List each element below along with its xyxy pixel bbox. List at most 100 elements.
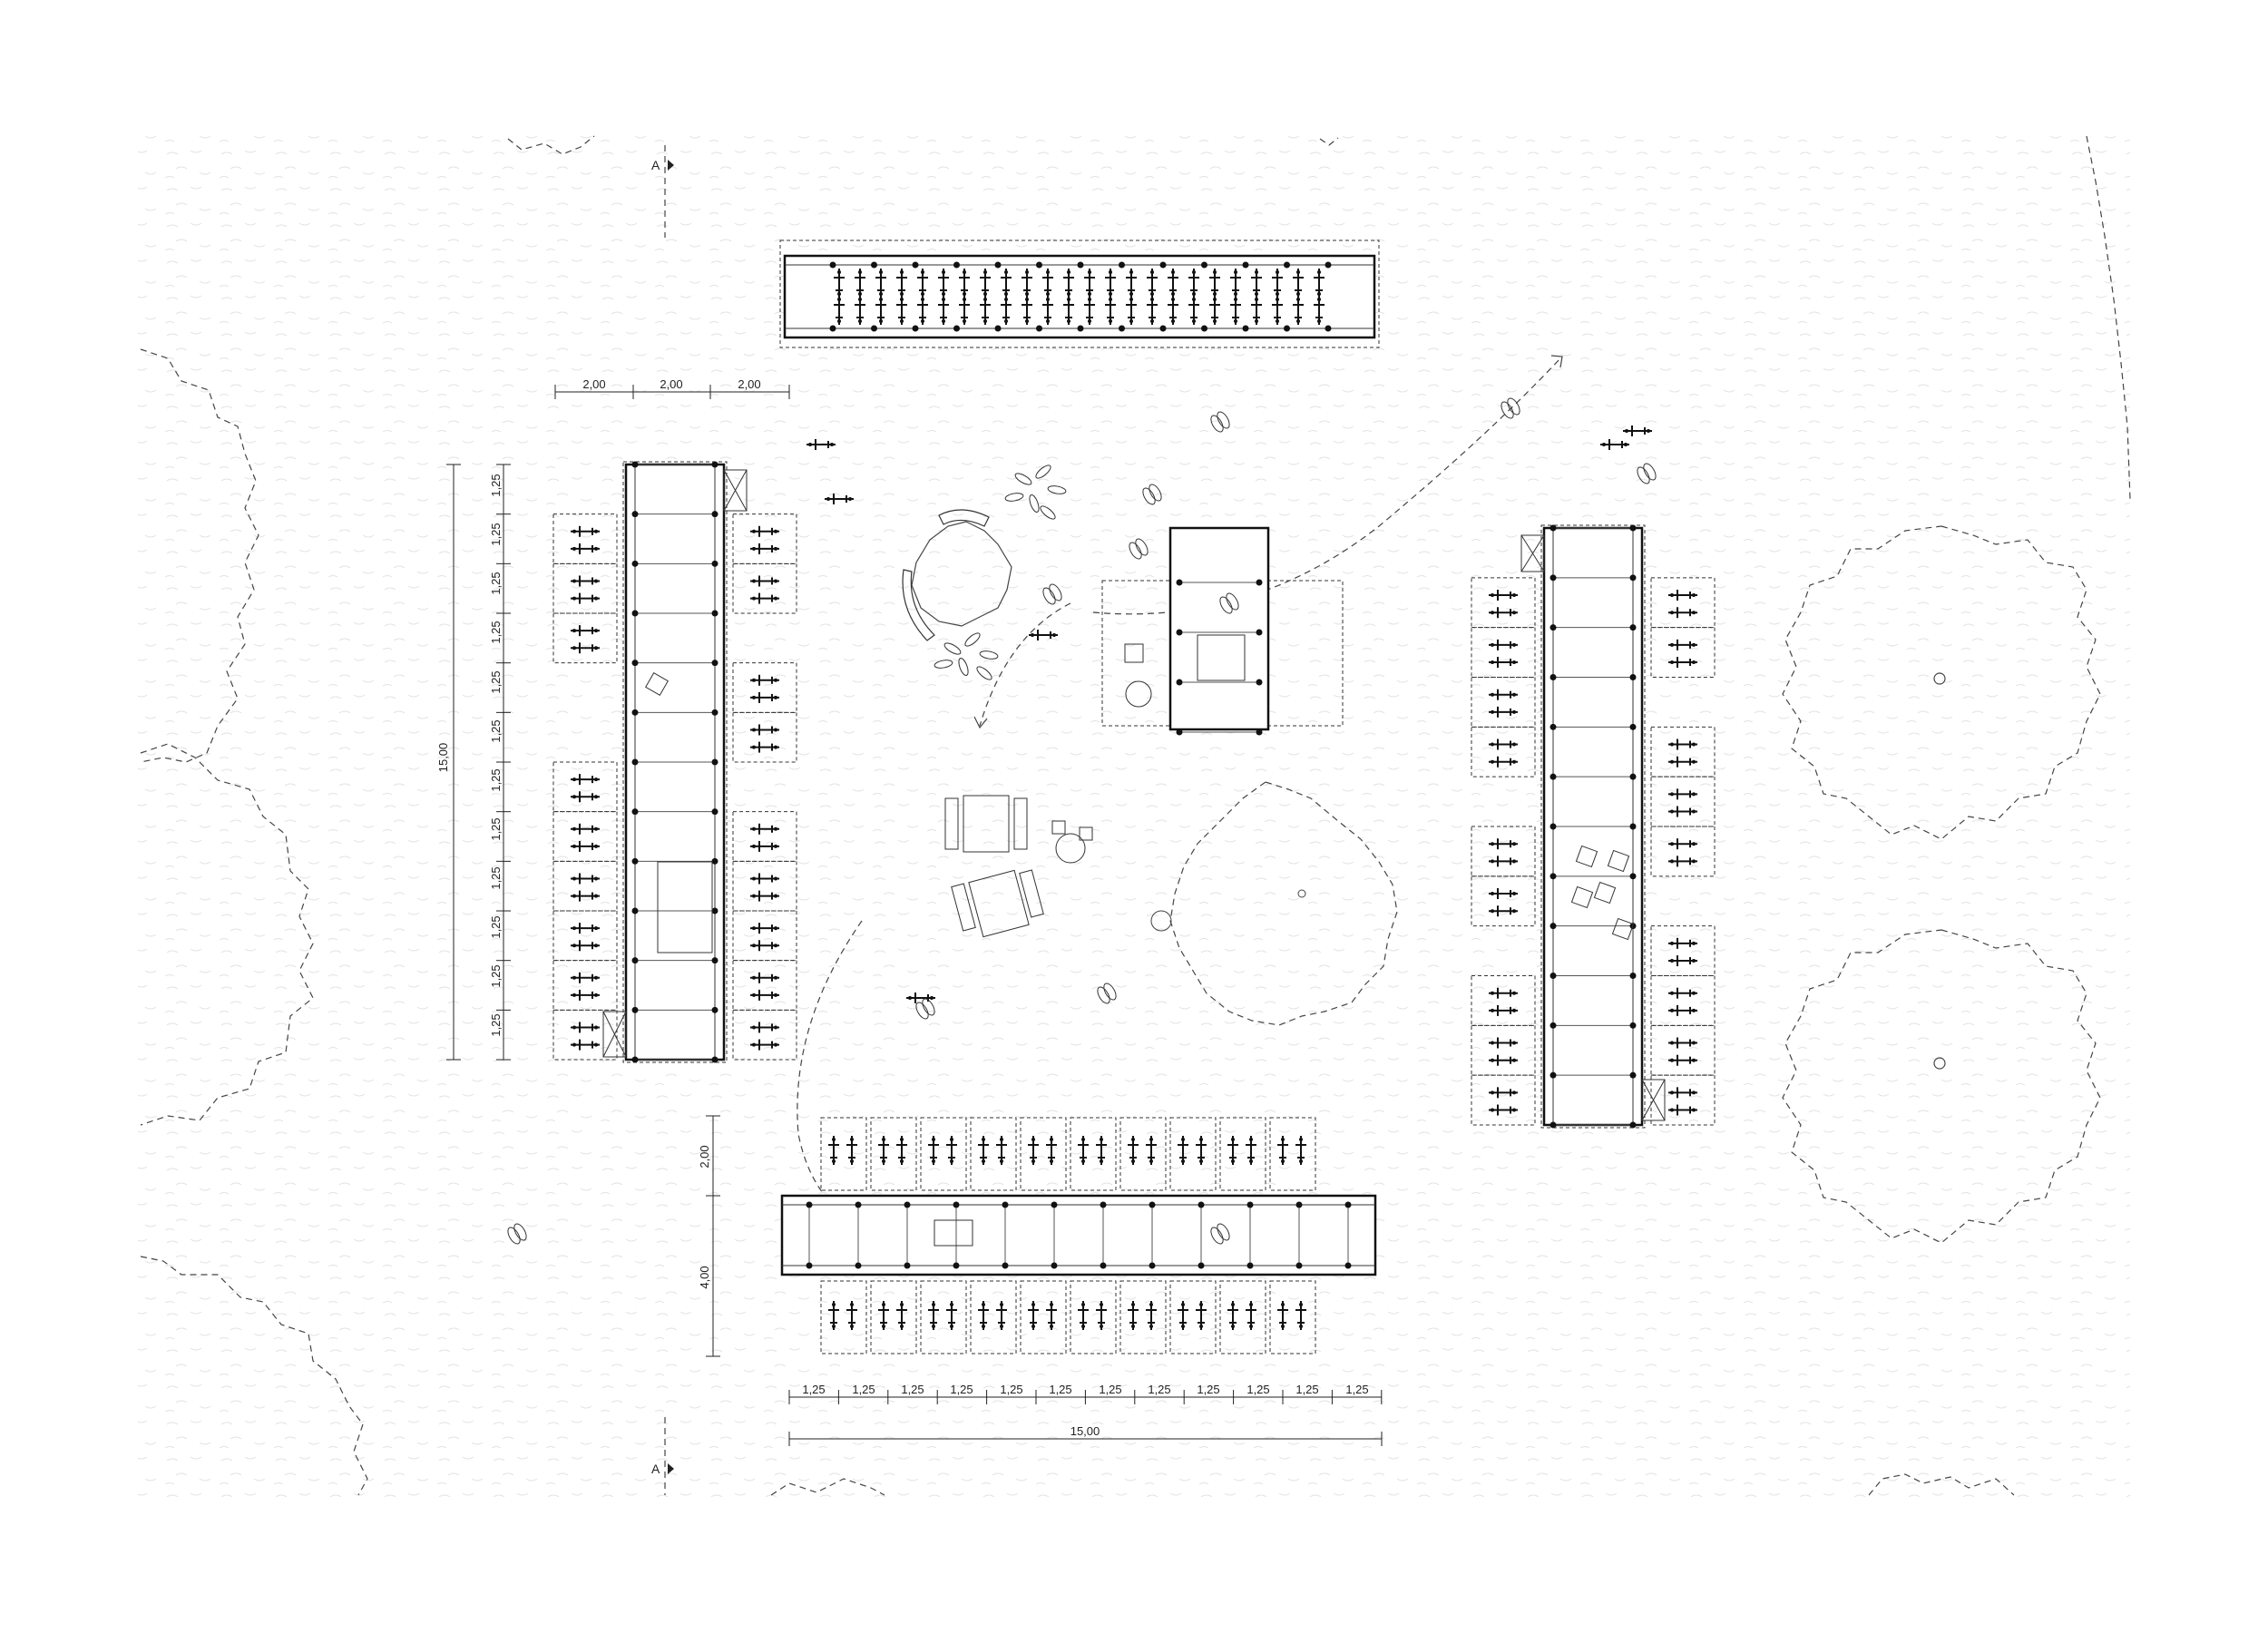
bicycle-wheel xyxy=(1692,660,1696,665)
bench xyxy=(951,883,976,932)
pavilion-column xyxy=(953,325,960,332)
bicycle-wheel xyxy=(942,319,945,323)
bicycle-wheel xyxy=(1491,1108,1494,1112)
pavilion-column xyxy=(631,857,639,865)
tree-trunk-central xyxy=(1297,889,1306,898)
bike-bay xyxy=(552,562,618,614)
bicycle-wheel xyxy=(1031,1325,1035,1328)
bicycle-wheel xyxy=(1150,319,1154,323)
pavilion-column xyxy=(1629,624,1637,631)
bicycle-wheel xyxy=(594,926,598,931)
bicycle-wheel xyxy=(1670,1058,1674,1062)
bicycle-icon xyxy=(846,1301,857,1330)
bicycle-wheel xyxy=(1088,319,1091,323)
bicycle-icon xyxy=(980,269,991,298)
bicycle-wheel xyxy=(1692,959,1696,963)
bicycle-icon xyxy=(875,296,886,325)
bicycle-wheel xyxy=(1004,292,1008,296)
bicycle-wheel xyxy=(900,292,904,296)
bicycle-wheel xyxy=(858,319,862,323)
bicycle-wheel xyxy=(1602,443,1606,446)
bicycle-icon xyxy=(978,1301,989,1330)
bike-bay xyxy=(1169,1117,1217,1191)
pavilion-roof xyxy=(783,254,1376,339)
bicycle-wheel xyxy=(774,745,777,749)
dim-left-top-span: 2,00 xyxy=(582,377,605,391)
bicycle-wheel xyxy=(932,1138,935,1141)
bike-bay xyxy=(820,1117,867,1191)
person-icon xyxy=(922,998,935,1016)
person-icon xyxy=(1129,542,1142,560)
bicycle-icon xyxy=(1272,296,1283,325)
bicycle-icon xyxy=(896,1136,907,1165)
dim-bottom-module: 1,25 xyxy=(901,1383,924,1396)
bicycle-wheel xyxy=(1067,319,1070,323)
bicycle-wheel xyxy=(774,529,777,533)
storage-box-cross xyxy=(1641,1079,1666,1121)
bicycle-icon xyxy=(1668,1054,1697,1066)
pavilion-column xyxy=(1629,723,1637,730)
bicycle-wheel xyxy=(832,1159,836,1163)
bicycle-wheel xyxy=(1491,709,1494,714)
pavilion-column xyxy=(711,511,719,518)
person-icon xyxy=(1507,397,1520,416)
dim-left-module: 1,25 xyxy=(489,915,503,938)
bicycle-icon xyxy=(571,890,600,902)
dim-left-module: 1,25 xyxy=(489,964,503,987)
pavilion-column xyxy=(1002,1201,1009,1208)
bicycle-icon xyxy=(1489,706,1518,718)
bicycle-wheel xyxy=(572,944,576,948)
chair xyxy=(1124,643,1144,663)
bicycle-icon xyxy=(1096,1136,1107,1165)
bicycle-wheel xyxy=(1670,792,1674,797)
bicycle-wheel xyxy=(752,826,756,831)
bicycle-wheel xyxy=(1512,742,1516,747)
bike-bay xyxy=(732,811,797,862)
bicycle-icon xyxy=(571,989,600,1001)
bottom-vertical-dimension-labels: 2,00 4,00 xyxy=(698,1145,711,1288)
storage-box xyxy=(1520,534,1545,572)
bicycle-icon xyxy=(1230,269,1241,298)
bicycle-wheel xyxy=(1512,593,1516,598)
bicycle-icon xyxy=(1168,269,1178,298)
tree-small xyxy=(1150,910,1172,932)
bicycle-icon xyxy=(1668,955,1697,967)
bicycle-wheel xyxy=(1131,1303,1135,1306)
kiosk-column xyxy=(1256,579,1263,586)
curved-bench xyxy=(938,509,990,527)
bicycle-wheel xyxy=(858,298,862,301)
dim-left-module: 1,25 xyxy=(489,523,503,545)
bicycle-icon xyxy=(1029,630,1058,640)
person-icon xyxy=(1142,487,1156,505)
pavilion-column xyxy=(1159,261,1167,269)
bicycle-icon xyxy=(1668,937,1697,949)
people-and-bikes xyxy=(507,397,1657,1245)
person-icon xyxy=(1219,596,1233,614)
bicycle-wheel xyxy=(848,497,852,501)
bicycle-wheel xyxy=(1109,292,1112,296)
tree-canopy-bottom-center xyxy=(770,1478,885,1496)
bicycle-wheel xyxy=(1149,1159,1153,1163)
pavilion-column xyxy=(1629,873,1637,880)
bicycle-icon xyxy=(1126,296,1137,325)
section-mark-top: A xyxy=(651,145,674,238)
counter xyxy=(657,861,713,953)
dim-bottom-module: 1,25 xyxy=(1148,1383,1170,1396)
bicycle-wheel xyxy=(983,298,987,301)
pavilion-column xyxy=(631,957,639,964)
bicycle-wheel xyxy=(1670,1108,1674,1112)
bicycle-icon xyxy=(1042,269,1053,298)
bicycle-wheel xyxy=(963,292,966,296)
bicycle-wheel xyxy=(1491,1058,1494,1062)
person-icon xyxy=(1135,538,1149,556)
bicycle-wheel xyxy=(1670,1090,1674,1095)
person-icon xyxy=(1637,466,1650,484)
bicycle-wheel xyxy=(930,996,934,1000)
bicycle-wheel xyxy=(594,894,598,898)
bicycle-icon xyxy=(571,525,600,537)
bicycle-wheel xyxy=(1255,270,1258,274)
bicycle-wheel xyxy=(1491,742,1494,747)
bike-bay xyxy=(552,960,618,1011)
bicycle-wheel xyxy=(1670,642,1674,647)
foliage-cluster-2 xyxy=(934,632,999,680)
